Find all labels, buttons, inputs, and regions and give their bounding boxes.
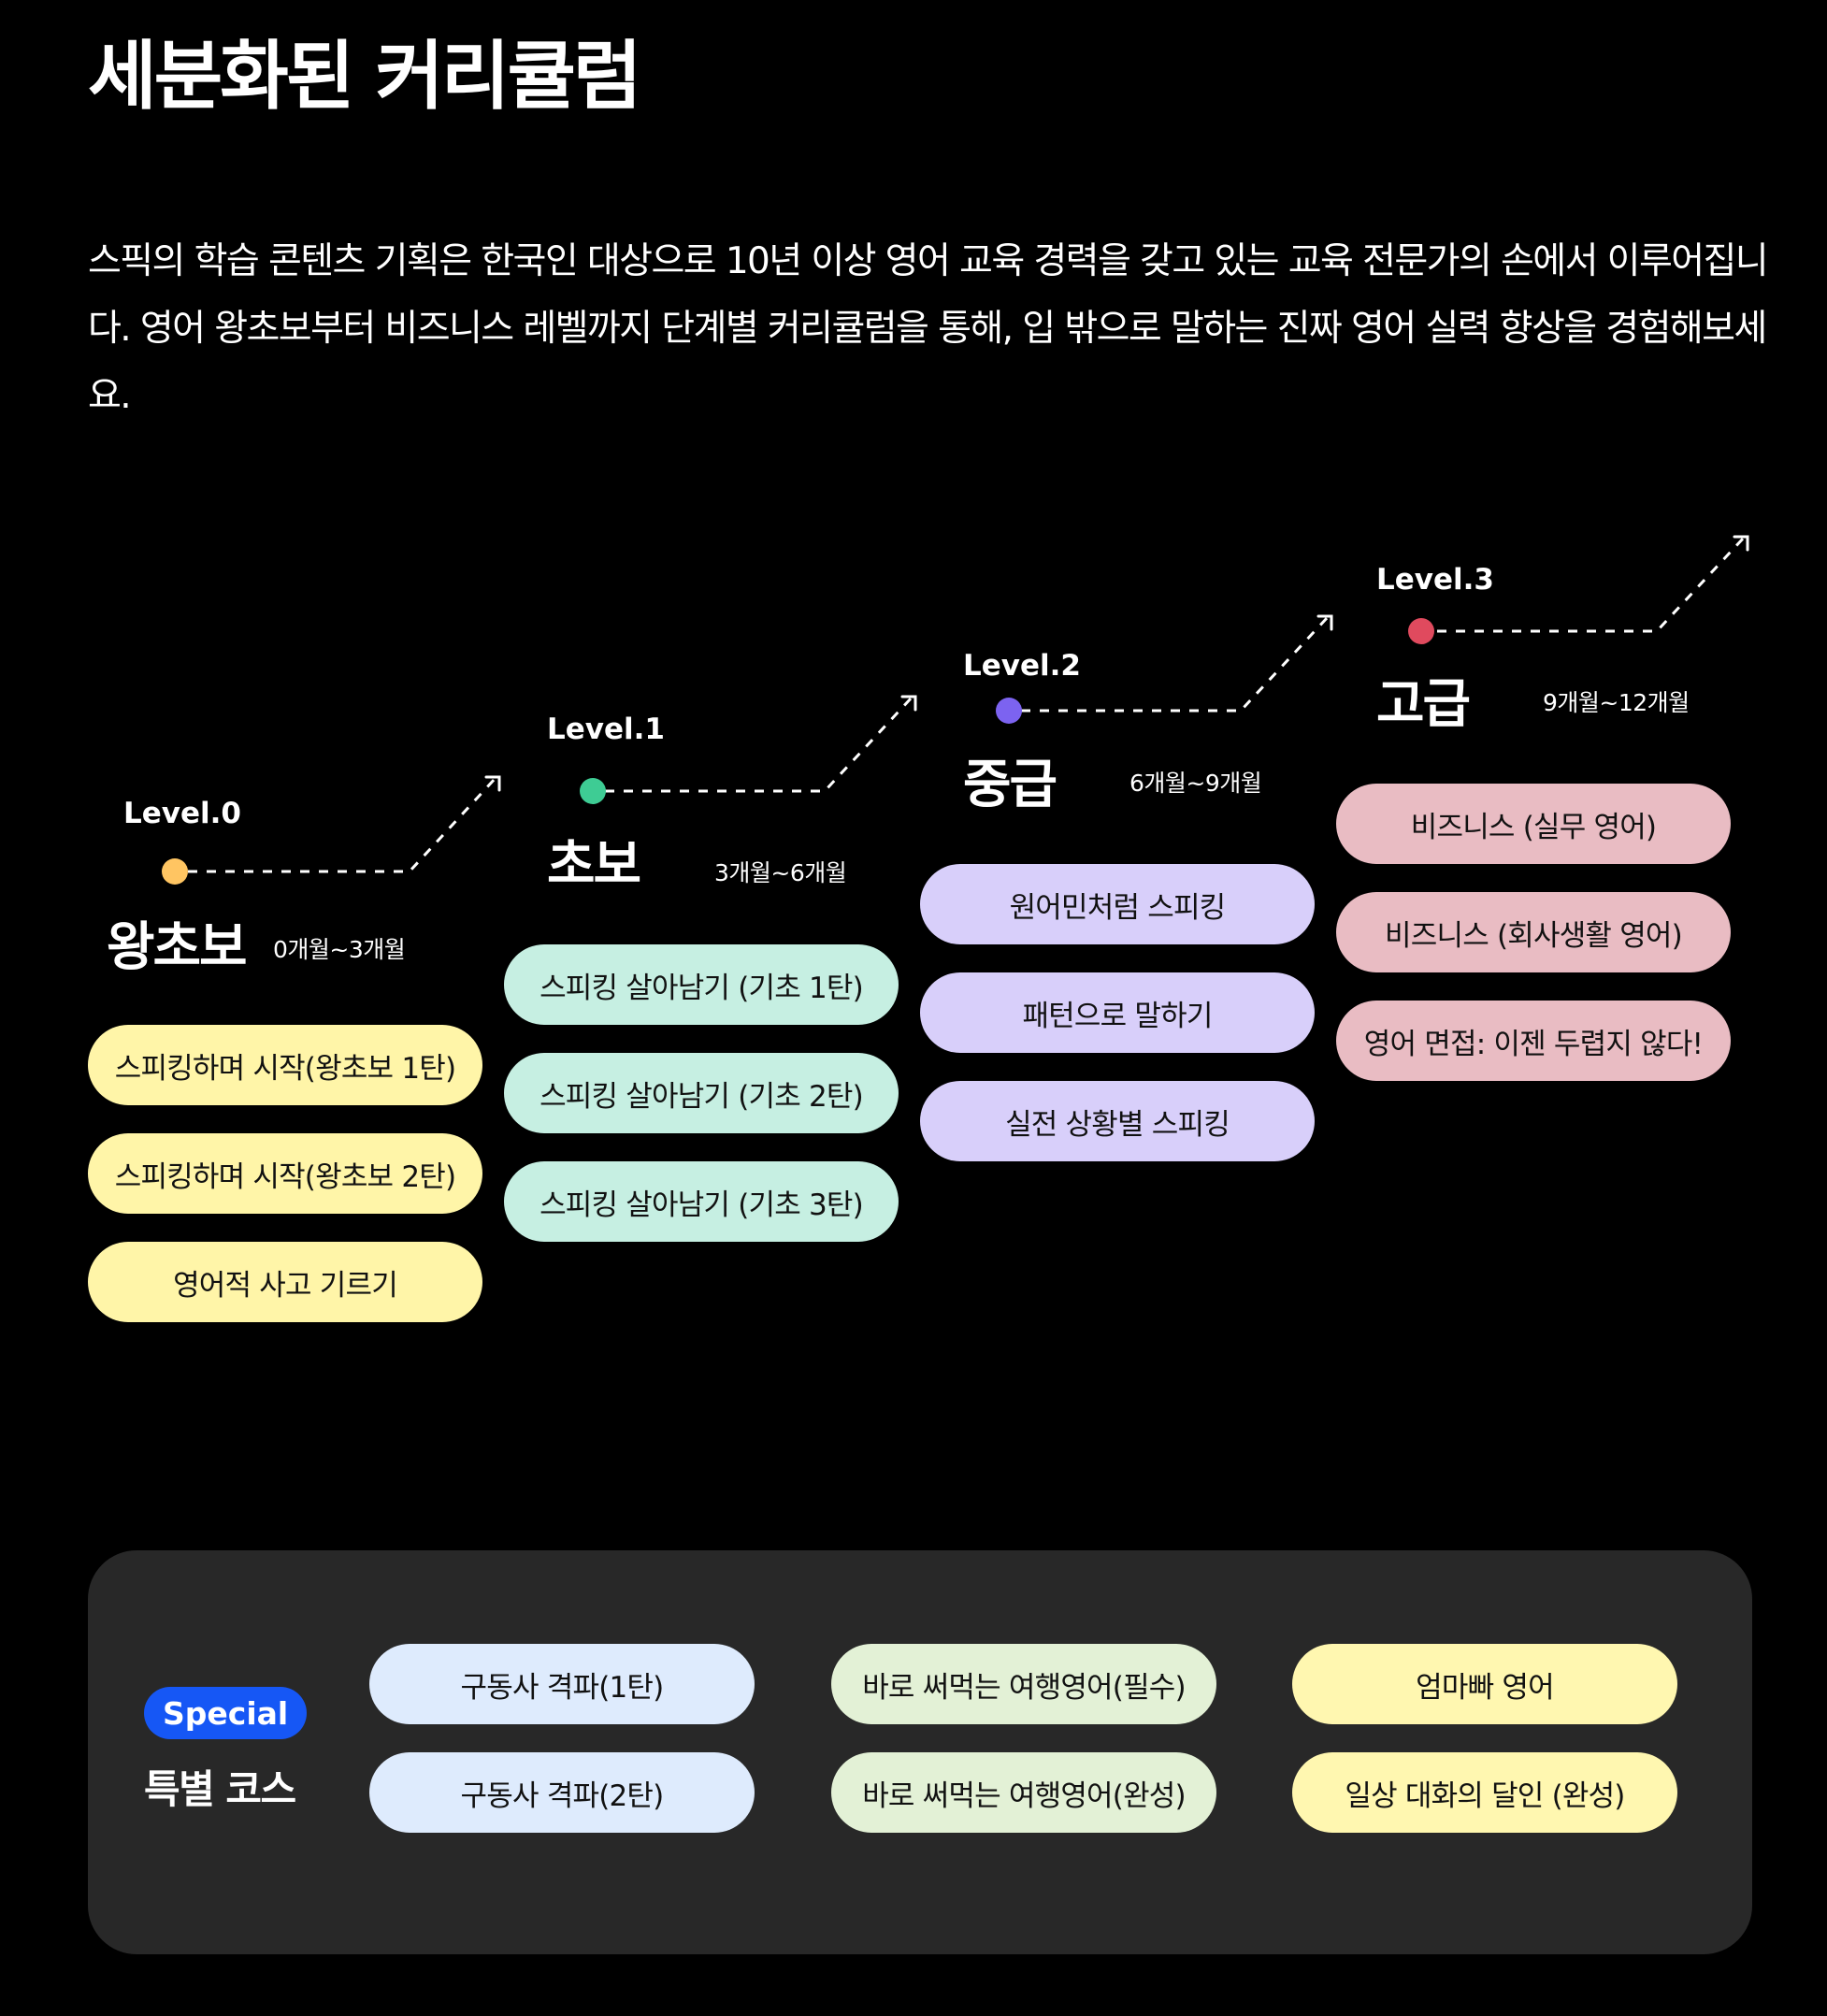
special-course-pill[interactable]: 구동사 격파(1탄) bbox=[369, 1644, 755, 1724]
special-course-title: 특별 코스 bbox=[144, 1766, 296, 1812]
course-pill[interactable]: 스피킹 살아남기 (기초 3탄) bbox=[504, 1161, 899, 1242]
level-2-dot bbox=[996, 698, 1022, 724]
level1-connector bbox=[605, 696, 914, 793]
level-1-dot bbox=[580, 778, 606, 804]
special-course-pill[interactable]: 엄마빠 영어 bbox=[1292, 1644, 1677, 1724]
course-pill[interactable]: 스피킹하며 시작(왕초보 1탄) bbox=[88, 1025, 482, 1105]
level-label: Level.2 bbox=[963, 649, 1081, 683]
level-name: 중급 bbox=[963, 755, 1057, 815]
level0-arrow-head-icon bbox=[484, 775, 501, 792]
curriculum-description: 스픽의 학습 콘텐츠 기획은 한국인 대상으로 10년 이상 영어 교육 경력을… bbox=[88, 240, 1769, 417]
course-pill[interactable]: 스피킹하며 시작(왕초보 2탄) bbox=[88, 1133, 482, 1214]
level2-connector bbox=[1021, 615, 1330, 713]
level-staircase: Level.0 왕초보 0개월~3개월 스피킹하며 시작(왕초보 1탄) 스피킹… bbox=[0, 524, 1827, 1346]
special-course-pill[interactable]: 바로 써먹는 여행영어(완성) bbox=[831, 1752, 1216, 1833]
page-title: 세분화된 커리큘럼 bbox=[88, 33, 642, 120]
special-badge: Special bbox=[144, 1687, 308, 1739]
course-pill[interactable]: 비즈니스 (회사생활 영어) bbox=[1336, 892, 1731, 972]
level-name: 왕초보 bbox=[107, 917, 248, 978]
level0-connector bbox=[188, 776, 497, 873]
course-pill[interactable]: 영어 면접: 이젠 두렵지 않다! bbox=[1336, 1001, 1731, 1081]
level-period: 9개월~12개월 bbox=[1543, 689, 1690, 716]
special-course-pill[interactable]: 일상 대화의 달인 (완성) bbox=[1292, 1752, 1677, 1833]
level-label: Level.0 bbox=[123, 797, 241, 830]
course-pill[interactable]: 스피킹 살아남기 (기초 1탄) bbox=[504, 944, 899, 1025]
level1-arrow-head-icon bbox=[900, 695, 917, 712]
level-connector-lines bbox=[188, 535, 1749, 873]
level-period: 6개월~9개월 bbox=[1129, 770, 1262, 797]
level-label: Level.3 bbox=[1376, 563, 1494, 597]
level-period: 3개월~6개월 bbox=[714, 859, 847, 886]
level-name: 초보 bbox=[547, 835, 641, 896]
special-course-panel: Special 특별 코스 구동사 격파(1탄) 구동사 격파(2탄) 바로 써… bbox=[88, 1550, 1752, 1954]
level3-arrow-head-icon bbox=[1733, 535, 1749, 552]
level-3-dot bbox=[1408, 618, 1434, 644]
level-name: 고급 bbox=[1376, 674, 1471, 735]
special-course-pill[interactable]: 바로 써먹는 여행영어(필수) bbox=[831, 1644, 1216, 1724]
course-pill[interactable]: 원어민처럼 스피킹 bbox=[920, 864, 1315, 944]
course-pill[interactable]: 패턴으로 말하기 bbox=[920, 972, 1315, 1053]
course-pill[interactable]: 비즈니스 (실무 영어) bbox=[1336, 784, 1731, 864]
course-pill[interactable]: 스피킹 살아남기 (기초 2탄) bbox=[504, 1053, 899, 1133]
level-0-dot bbox=[162, 858, 188, 885]
level-period: 0개월~3개월 bbox=[273, 936, 406, 963]
level3-connector bbox=[1437, 536, 1746, 633]
special-course-pill[interactable]: 구동사 격파(2탄) bbox=[369, 1752, 755, 1833]
level-label: Level.1 bbox=[547, 713, 665, 746]
course-pill[interactable]: 실전 상황별 스피킹 bbox=[920, 1081, 1315, 1161]
level2-arrow-head-icon bbox=[1316, 614, 1333, 631]
course-pill[interactable]: 영어적 사고 기르기 bbox=[88, 1242, 482, 1322]
